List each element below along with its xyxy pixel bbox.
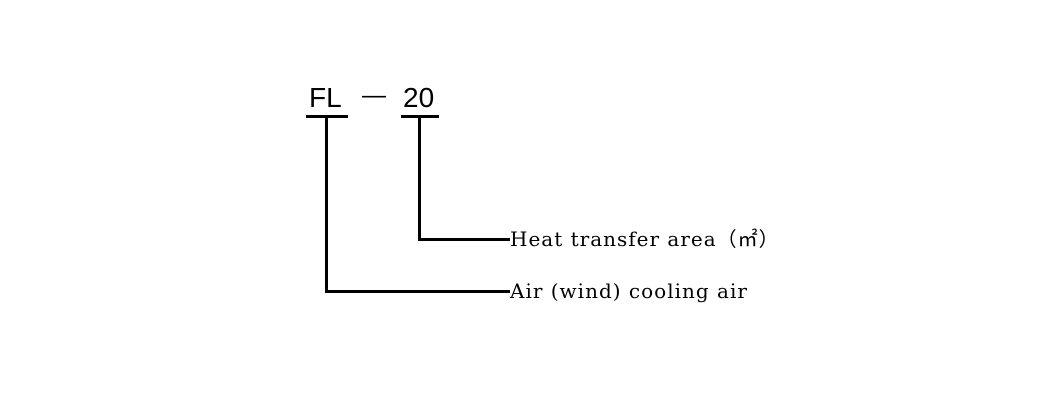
prefix-leader-horizontal <box>325 290 510 293</box>
code-number: 20 <box>403 82 435 113</box>
code-prefix: FL <box>309 82 342 113</box>
heat-transfer-area-label: Heat transfer area（㎡） <box>510 227 780 251</box>
number-leader-horizontal <box>418 238 510 241</box>
number-leader-vertical <box>418 115 421 241</box>
code-separator: — <box>362 82 386 109</box>
air-cooling-label: Air (wind) cooling air <box>510 279 748 303</box>
prefix-leader-vertical <box>325 115 328 293</box>
